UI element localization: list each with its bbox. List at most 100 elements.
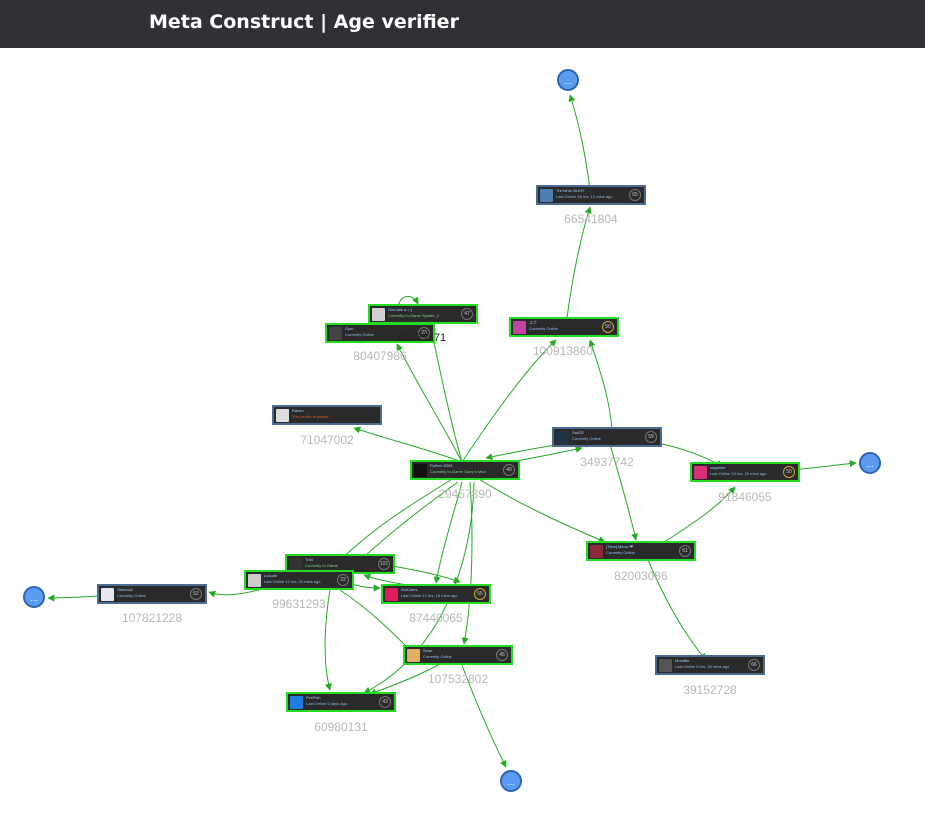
more-node[interactable]: ... bbox=[859, 452, 881, 474]
steam-id-label: 71047002 bbox=[300, 433, 354, 447]
profile-name: ユナ bbox=[529, 320, 537, 325]
avatar bbox=[289, 558, 302, 571]
edge bbox=[566, 206, 592, 319]
avatar bbox=[513, 321, 526, 334]
profile-name: Trail bbox=[305, 557, 313, 562]
profile-status: Currently Online bbox=[572, 436, 601, 441]
edge bbox=[659, 486, 736, 546]
avatar bbox=[540, 189, 553, 202]
edge bbox=[369, 663, 441, 696]
edge bbox=[47, 594, 99, 602]
avatar bbox=[329, 327, 342, 340]
edge bbox=[473, 475, 606, 543]
steam-id-label: 60980131 bbox=[314, 720, 368, 734]
level-badge: 23 bbox=[418, 327, 430, 339]
profile-status: Last Online 6 hrs, 56 mins ago bbox=[675, 664, 730, 669]
avatar bbox=[248, 574, 261, 587]
level-badge: 61 bbox=[679, 545, 691, 557]
profile-name: Montifer bbox=[675, 658, 690, 663]
profile-status: Currently Online bbox=[606, 550, 635, 555]
edge-group bbox=[47, 94, 857, 768]
profile-name: FireFish bbox=[306, 695, 321, 700]
edge bbox=[461, 339, 557, 463]
avatar bbox=[407, 649, 420, 662]
steam-id-label: 107532802 bbox=[427, 672, 489, 686]
profile-card[interactable]: OwCalls a >:(Currently In-Game Spoiler_2… bbox=[368, 304, 478, 324]
profile-name: Gym bbox=[345, 326, 354, 331]
steam-id-label: 39152728 bbox=[683, 683, 737, 697]
steam-id-label: 91846055 bbox=[718, 490, 772, 504]
avatar bbox=[372, 308, 385, 321]
level-badge: 40 bbox=[503, 464, 515, 476]
avatar bbox=[414, 464, 427, 477]
avatar bbox=[290, 696, 303, 709]
highlight-id-label: 41571171 bbox=[397, 332, 447, 344]
steam-id-label: 87440065 bbox=[409, 611, 463, 625]
profile-status: Last Online 6 days ago bbox=[306, 701, 347, 706]
more-node[interactable]: ... bbox=[23, 586, 45, 608]
avatar bbox=[556, 431, 569, 444]
level-badge: 45 bbox=[496, 649, 508, 661]
level-badge: 52 bbox=[190, 588, 202, 600]
profile-status: Currently Online bbox=[423, 654, 452, 659]
profile-status: This profile is private bbox=[292, 414, 329, 419]
level-badge: 101 bbox=[378, 558, 390, 570]
profile-name: [Tline] Meow ❤ bbox=[606, 544, 634, 549]
edge bbox=[396, 343, 463, 463]
profile-status: Last Online 10 hrs, 20 mins ago bbox=[710, 471, 767, 476]
edge bbox=[433, 481, 463, 584]
level-badge: 47 bbox=[461, 308, 473, 320]
level-badge: 66 bbox=[748, 659, 760, 671]
edge bbox=[461, 481, 473, 645]
edge bbox=[461, 664, 507, 768]
steam-id-label: 99631293 bbox=[272, 597, 326, 611]
level-badge: 59 bbox=[645, 431, 657, 443]
edge bbox=[609, 443, 639, 541]
profile-card[interactable]: [Tline] Meow ❤Currently Online 61 bbox=[586, 541, 696, 561]
edge bbox=[353, 426, 463, 463]
more-node[interactable]: ... bbox=[557, 69, 579, 91]
avatar bbox=[659, 659, 672, 672]
profile-status: Last Online 46 hrs, 12 mins ago bbox=[556, 194, 613, 199]
profile-status: Last Online 12 hrs, 31 mins ago bbox=[264, 579, 321, 584]
profile-status: Currently Online bbox=[529, 326, 558, 331]
more-node[interactable]: ... bbox=[500, 770, 522, 792]
edge bbox=[324, 589, 332, 691]
edge bbox=[568, 94, 591, 191]
profile-name: Python 6398 bbox=[430, 463, 453, 468]
top-bar: Meta Construct | Age verifier bbox=[0, 0, 925, 48]
profile-name: Tre'nd'ne BUHY bbox=[556, 188, 585, 193]
profile-name: SwiCE bbox=[572, 430, 585, 435]
edge bbox=[427, 323, 463, 463]
steam-id-label: 29457890 bbox=[438, 487, 492, 501]
profile-status: Currently Online bbox=[117, 593, 146, 598]
level-badge: 22 bbox=[337, 574, 349, 586]
profile-name: Sherlock bbox=[117, 587, 133, 592]
profile-name: sugamer bbox=[710, 465, 726, 470]
edge bbox=[647, 559, 707, 661]
page-title: Meta Construct | Age verifier bbox=[149, 11, 459, 33]
steam-id-label: 66541804 bbox=[564, 212, 618, 226]
level-badge: 43 bbox=[379, 696, 391, 708]
avatar bbox=[590, 545, 603, 558]
profile-status: Last Online 17 hrs, 18 mins ago bbox=[401, 593, 458, 598]
avatar bbox=[276, 409, 289, 422]
steam-id-label: 34937742 bbox=[580, 455, 634, 469]
profile-status: Currently In-Game Garry's Mod bbox=[430, 469, 486, 474]
steam-id-label: 80407986 bbox=[353, 349, 407, 363]
